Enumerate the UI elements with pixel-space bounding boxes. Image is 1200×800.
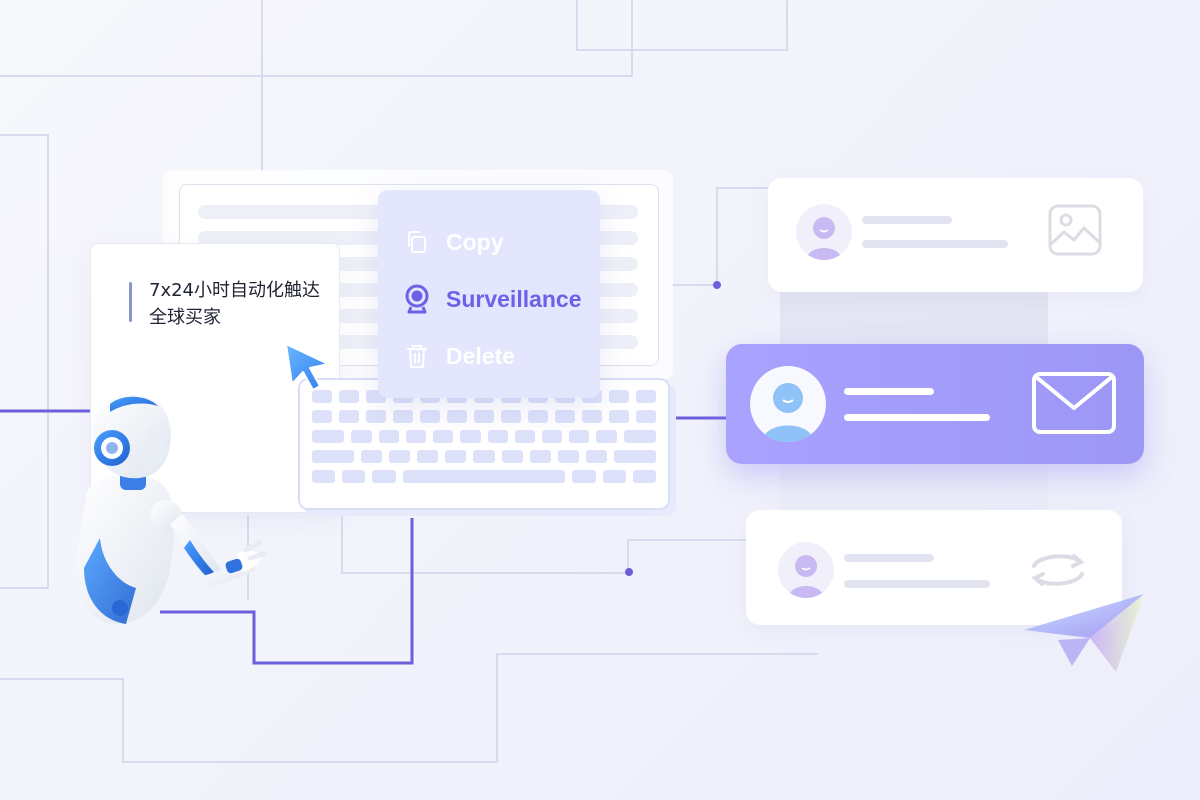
robot-illustration: [66, 388, 267, 632]
menu-item-label: Copy: [446, 228, 504, 255]
image-icon: [1048, 204, 1102, 260]
avatar: [796, 204, 852, 260]
mail-icon: [1032, 372, 1116, 438]
text-accent-bar: [129, 282, 132, 322]
menu-item-label: Delete: [446, 342, 516, 369]
menu-item-label: Surveillance: [446, 285, 582, 312]
sync-icon: [1028, 550, 1088, 594]
menu-item-surveillance[interactable]: Surveillance: [402, 279, 582, 319]
webcam-icon: [402, 284, 432, 314]
paper-plane-icon: [1020, 590, 1150, 684]
contact-card-sync[interactable]: [746, 510, 1122, 625]
contact-card-mail[interactable]: [726, 344, 1144, 464]
context-menu: Copy Surveillance Delete: [378, 190, 600, 398]
message-line-1: 7x24小时自动化触达: [149, 280, 321, 301]
mouse-cursor-icon: [282, 340, 334, 398]
copy-icon: [402, 227, 432, 257]
menu-item-delete[interactable]: Delete: [402, 336, 515, 376]
avatar: [750, 366, 826, 442]
avatar: [778, 542, 834, 598]
trash-icon: [402, 341, 432, 371]
message-line-2: 全球买家: [149, 307, 221, 328]
menu-item-copy[interactable]: Copy: [402, 222, 504, 262]
contact-card-image[interactable]: [768, 178, 1143, 292]
